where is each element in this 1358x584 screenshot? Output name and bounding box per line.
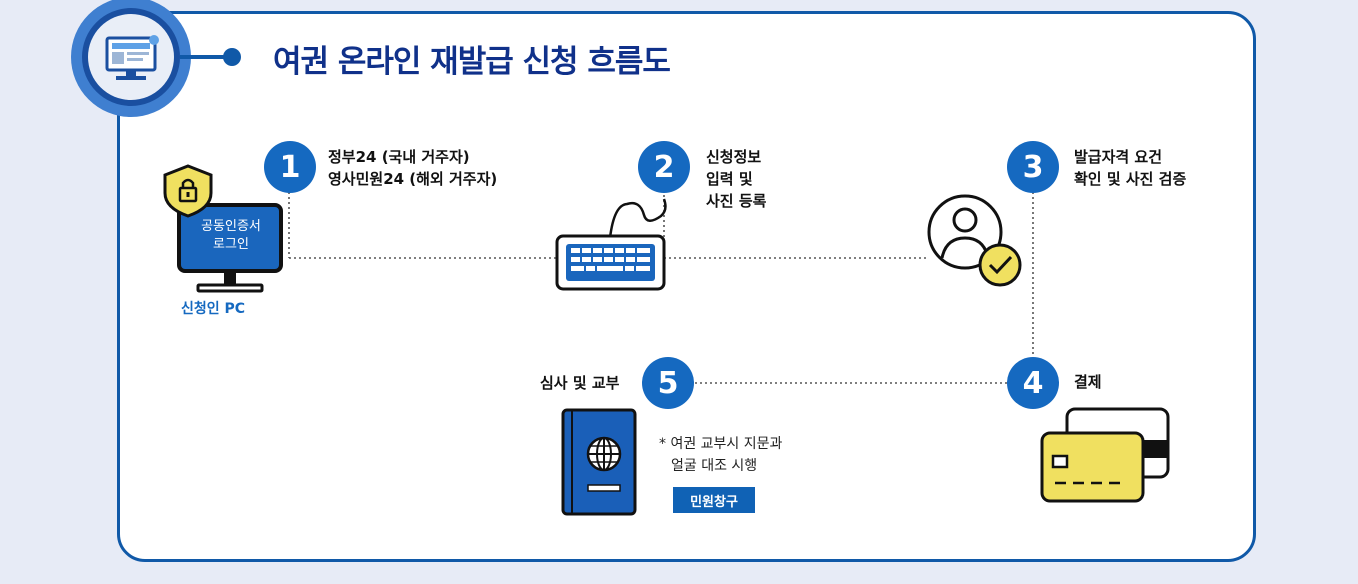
page-title: 여권 온라인 재발급 신청 흐름도 [273, 44, 671, 80]
step-2-line-1: 신청정보 [706, 148, 762, 166]
step-4-text: 결제 [1074, 371, 1102, 393]
pc-screen-line-2: 로그인 [213, 237, 249, 252]
step-3-line-2: 확인 및 사진 검증 [1074, 170, 1187, 188]
step-2-line-2: 입력 및 [706, 170, 753, 188]
step-1-number: 1 [264, 141, 316, 193]
step-3-text: 발급자격 요건 확인 및 사진 검증 [1074, 146, 1186, 190]
passport-note: * 여권 교부시 지문과 얼굴 대조 시행 [659, 433, 782, 477]
pc-screen-line-1: 공동인증서 [201, 219, 261, 234]
step-1-line-1: 정부24 (국내 거주자) [328, 148, 470, 166]
step-5-text: 심사 및 교부 [540, 372, 619, 394]
step-3-number: 3 [1007, 141, 1059, 193]
step-4-number: 4 [1007, 357, 1059, 409]
credit-card-icon [1040, 407, 1170, 503]
step-5-line-1: 심사 및 교부 [540, 374, 620, 392]
step-2-text: 신청정보 입력 및 사진 등록 [706, 146, 766, 212]
civil-service-counter-badge: 민원창구 [673, 487, 755, 513]
passport-note-line-1: * 여권 교부시 지문과 [659, 436, 783, 452]
step-5-number: 5 [642, 357, 694, 409]
step-2-number: 2 [638, 141, 690, 193]
step-1-text: 정부24 (국내 거주자) 영사민원24 (해외 거주자) [328, 146, 497, 190]
monitor-badge-icon [105, 35, 159, 80]
passport-icon [561, 408, 637, 516]
keyboard-icon [555, 198, 667, 291]
step-2-line-3: 사진 등록 [706, 192, 767, 210]
step-4-line-1: 결제 [1074, 373, 1102, 391]
step-3-line-1: 발급자격 요건 [1074, 148, 1163, 166]
step-1-line-2: 영사민원24 (해외 거주자) [328, 170, 498, 188]
connectors [288, 192, 1034, 384]
applicant-pc-icon [177, 203, 283, 293]
pc-screen-text: 공동인증서 로그인 [183, 218, 279, 254]
shield-lock-icon [163, 164, 213, 218]
applicant-pc-label: 신청인 PC [181, 301, 246, 317]
verified-user-icon [927, 194, 1022, 287]
passport-note-line-2: 얼굴 대조 시행 [671, 458, 758, 474]
